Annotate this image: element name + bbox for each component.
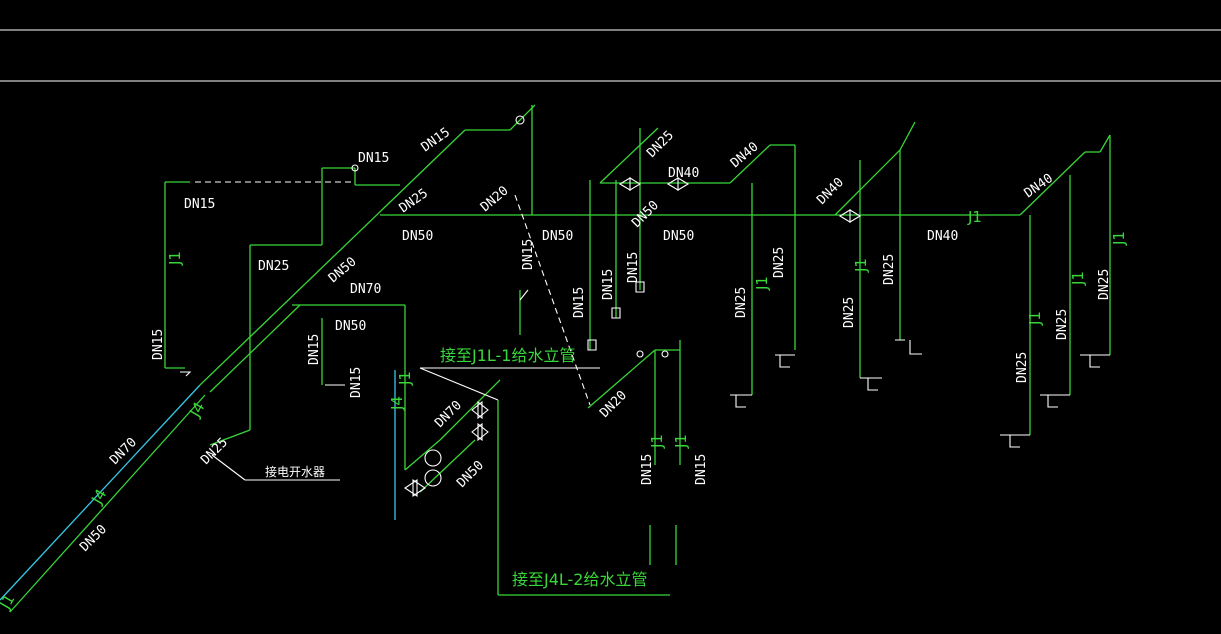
label-dn25: DN25 [772, 247, 787, 278]
right-risers [834, 121, 1111, 435]
note-to-j4l2-riser: 接至J4L-2给水立管 [512, 570, 648, 589]
label-dn15: DN15 [349, 367, 364, 398]
riser-label-j1: J1 [753, 276, 771, 291]
riser-label-j1: J1 [1110, 231, 1128, 246]
label-dn15: DN15 [307, 334, 322, 365]
label-dn20: DN20 [597, 388, 630, 421]
label-dn15: DN15 [640, 454, 655, 485]
riser-label-j4: J4 [388, 396, 406, 411]
label-dn15: DN15 [419, 125, 453, 155]
label-dn70: DN70 [350, 282, 381, 297]
riser-label-j1: J1 [648, 434, 666, 449]
label-dn25: DN25 [644, 128, 677, 161]
j4-branch [292, 304, 670, 596]
riser-label-j1: J1 [396, 371, 414, 386]
label-dn40: DN40 [668, 166, 699, 181]
label-dn40: DN40 [728, 139, 762, 171]
label-dn50: DN50 [542, 229, 573, 244]
middle-risers [419, 105, 796, 565]
label-dn50: DN50 [77, 522, 110, 555]
label-dn25: DN25 [1015, 352, 1030, 383]
label-dn15: DN15 [184, 197, 215, 212]
riser-label-j1: J1 [852, 258, 870, 273]
label-dn25: DN25 [1097, 269, 1112, 300]
label-dn40: DN40 [814, 175, 847, 208]
label-dn20: DN20 [478, 183, 512, 215]
label-dn40: DN40 [927, 229, 958, 244]
left-branch-j1 [164, 167, 400, 430]
label-dn50: DN50 [335, 319, 366, 334]
riser-label-j1: J1 [672, 434, 690, 449]
label-dn50: DN50 [402, 229, 433, 244]
label-dn15: DN15 [626, 252, 641, 283]
label-dn25: DN25 [258, 259, 289, 274]
riser-label-j1: J1 [967, 208, 982, 226]
label-dn70: DN70 [107, 435, 140, 468]
main-horizontal-pipe [380, 151, 1100, 216]
riser-label-j1: J1 [166, 251, 184, 266]
label-dn50: DN50 [663, 229, 694, 244]
label-dn15: DN15 [694, 454, 709, 485]
label-dn70: DN70 [432, 398, 465, 431]
fixture-stubs [180, 115, 1110, 498]
label-dn25: DN25 [198, 435, 231, 468]
label-dn50: DN50 [454, 458, 487, 491]
label-dn25: DN25 [842, 297, 857, 328]
note-water-heater: 接电开水器 [265, 464, 325, 479]
heater-branch [209, 429, 340, 481]
riser-label-j1: J1 [1069, 271, 1087, 286]
riser-label-j1: J1 [1026, 311, 1044, 326]
main-trunk-pipe [0, 104, 536, 613]
label-dn25: DN25 [1055, 309, 1070, 340]
riser-label-j4: J4 [185, 399, 208, 421]
riser-label-j1: J1 [0, 591, 18, 613]
label-dn15: DN15 [601, 269, 616, 300]
note-to-j1l1-riser: 接至J1L-1给水立管 [440, 346, 576, 365]
label-dn25: DN25 [882, 254, 897, 285]
label-dn15: DN15 [521, 239, 536, 270]
riser-labels: J1 J4 J4 J1 J4 J1 J1 J1 J1 J1 J1 J1 J1 J… [0, 208, 1128, 613]
label-dn15: DN15 [572, 287, 587, 318]
label-dn15: DN15 [151, 329, 166, 360]
label-dn25: DN25 [734, 287, 749, 318]
label-dn15: DN15 [358, 151, 389, 166]
